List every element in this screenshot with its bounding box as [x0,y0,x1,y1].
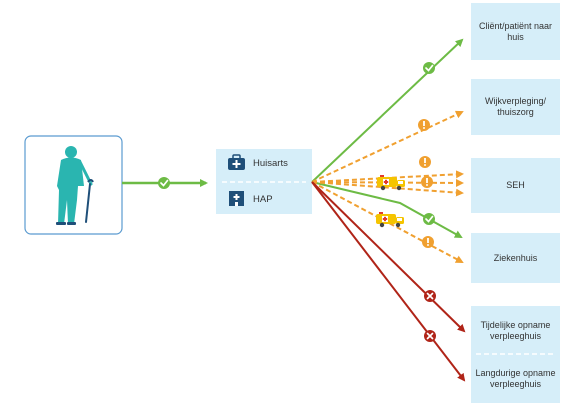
ambulance-icon [376,212,404,228]
hap-label: HAP [253,194,273,205]
check-icon [158,177,170,189]
destination-tijdelijke-opname: Tijdelijke opname verpleeghuis [480,319,551,341]
cross-icon [424,290,436,302]
exclamation-icon [422,236,434,248]
hap-building-icon [229,191,244,206]
elderly-person-icon [56,146,94,225]
arrow-to-hospital [311,181,463,238]
destination-wijkverpleging: Wijkverpleging/ thuiszorg [471,79,560,135]
destination-ziekenhuis: Ziekenhuis [471,233,560,283]
first-aid-kit-icon [228,154,245,170]
exclamation-icon [418,119,430,131]
arrow-to-home [311,38,464,183]
check-icon [423,213,435,225]
destination-home: Cliënt/patiënt naar huis [471,3,560,60]
check-icon [423,62,435,74]
arrow-to-wijk [311,110,464,183]
exclamation-icon [419,156,431,168]
exclamation-icon [421,176,433,188]
destination-langdurige-opname: Langdurige opname verpleeghuis [475,368,556,389]
huisarts-label: Huisarts [253,158,288,169]
destination-seh: SEH [471,158,560,213]
arrow-to-tijdelijk [311,181,466,333]
arrow-to-seh-3 [311,181,464,197]
cross-icon [424,330,436,342]
arrow-to-langdurig [311,181,466,382]
